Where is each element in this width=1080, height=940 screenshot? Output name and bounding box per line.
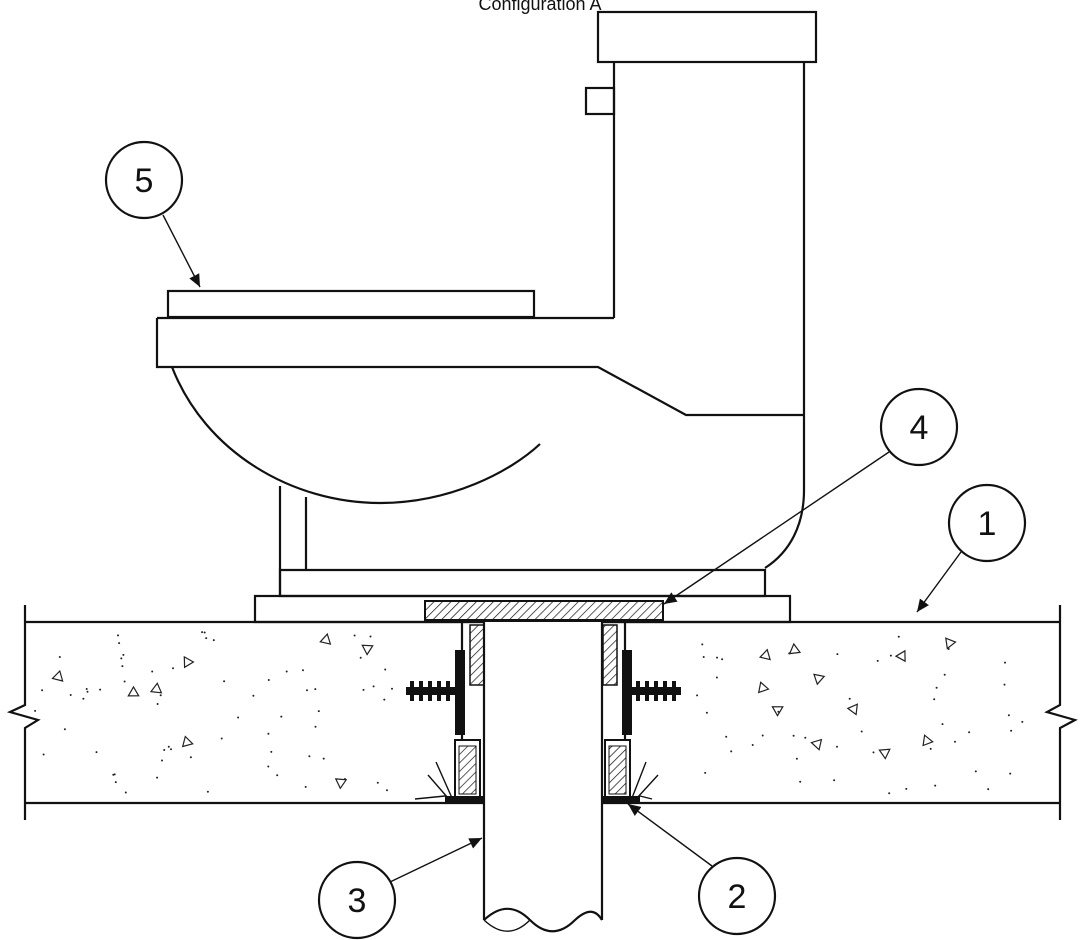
- concrete-aggregate: [34, 631, 1024, 795]
- drain-pipe: [482, 622, 604, 933]
- tank-body: [612, 62, 806, 415]
- callout-label: 1: [978, 505, 997, 543]
- callout-3: 3: [317, 837, 483, 940]
- callout-label: 4: [910, 409, 929, 447]
- flush-lever: [584, 86, 616, 116]
- tank-lid: [596, 10, 818, 64]
- callout-4: 4: [663, 387, 959, 605]
- wax-ring-gasket: [424, 600, 664, 621]
- callout-5: 5: [104, 140, 201, 288]
- callout-2: 2: [627, 803, 777, 936]
- figure-caption: Configuration A: [478, 0, 602, 14]
- bowl-curve: [170, 366, 541, 505]
- callout-label: 2: [728, 878, 747, 916]
- base-plinth: [278, 568, 767, 598]
- callout-1: 1: [916, 483, 1027, 613]
- toilet: [155, 10, 818, 624]
- pedestal: [278, 486, 308, 596]
- anchor-bolts: [406, 681, 681, 701]
- rear-base-curve: [764, 415, 806, 569]
- callout-label: 5: [135, 162, 154, 200]
- bowl-rim: [155, 316, 804, 417]
- seat-lid: [166, 289, 536, 319]
- callout-label: 3: [348, 882, 367, 920]
